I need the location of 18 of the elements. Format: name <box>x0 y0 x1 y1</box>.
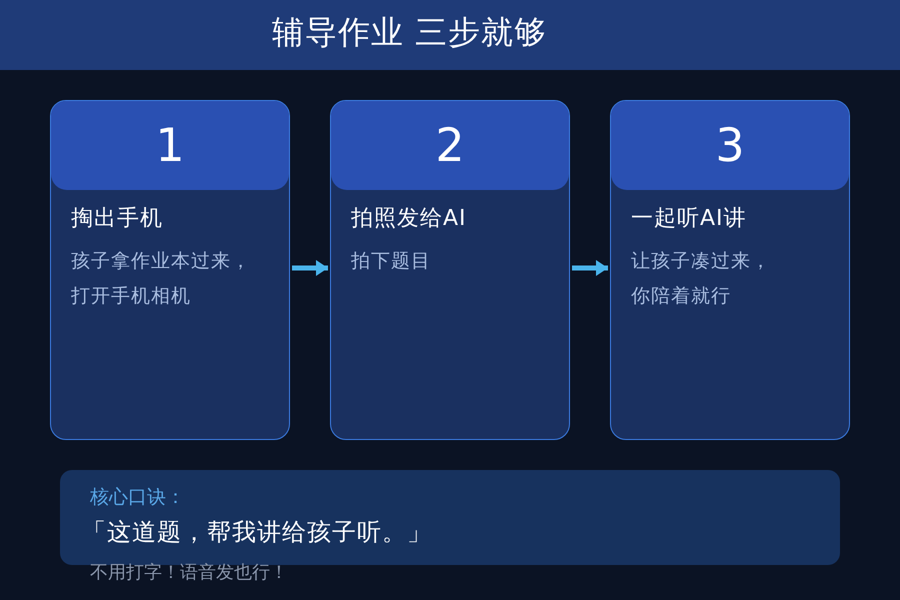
step-description: 让孩子凑过来，你陪着就行 <box>631 249 772 309</box>
step-heading: 一起听AI讲 <box>631 205 747 233</box>
step-number: 2 <box>435 117 465 173</box>
step-card <box>330 100 570 440</box>
step-heading: 拍照发给AI <box>351 205 467 233</box>
step-description: 孩子拿作业本过来，打开手机相机 <box>71 249 252 309</box>
title: 辅导作业 三步就够 <box>272 12 548 52</box>
step-number: 3 <box>715 117 745 173</box>
panel-heading: 核心口诀： <box>90 485 185 510</box>
step-heading: 掏出手机 <box>71 205 163 233</box>
step-card <box>610 100 850 440</box>
step-description: 拍下题目 <box>351 249 432 274</box>
step-card <box>50 100 290 440</box>
arrow <box>292 260 328 276</box>
step-number: 1 <box>155 117 185 173</box>
arrow <box>572 260 608 276</box>
quote-text: 「这道题，帮我讲给孩子听。」 <box>82 517 432 548</box>
note-text: 不用打字！语音发也行！ <box>90 561 288 585</box>
